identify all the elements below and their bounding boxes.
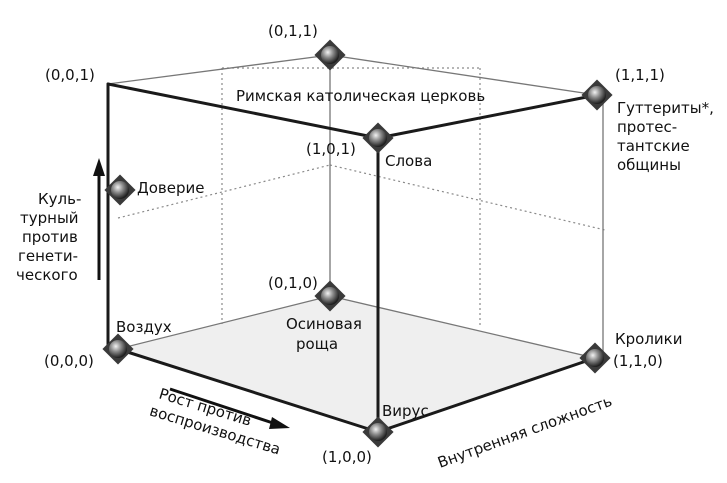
marker-0-0-0	[102, 333, 134, 365]
front-edge	[376, 93, 599, 140]
marker-1-0-0	[362, 416, 394, 448]
vertex-label-1-0-1: (1,0,1)	[306, 140, 356, 158]
point-label-hutterites: Гуттериты*, протес- тантские общины	[617, 99, 719, 174]
point-label-words: Слова	[385, 152, 432, 170]
back-edge	[117, 295, 331, 350]
point-label-aspen: Осиновая роща	[286, 315, 367, 353]
vertical-axis-line-1: Куль-	[38, 190, 81, 208]
marker-1-1-0	[579, 342, 611, 374]
vertical-axis-label: Куль- турный против генети- ческого	[16, 190, 86, 284]
aspen-line-1: Осиновая	[286, 315, 362, 333]
front-edge	[106, 82, 380, 140]
vertex-label-1-0-0: (1,0,0)	[322, 448, 372, 466]
aspen-line-2: роща	[296, 335, 338, 353]
vertex-label-0-1-0: (0,1,0)	[268, 274, 318, 292]
point-label-rabbits: Кролики	[615, 330, 683, 348]
marker-0-1-0	[314, 280, 346, 312]
hidden-edge	[329, 164, 606, 231]
vertex-label-1-1-1: (1,1,1)	[615, 66, 665, 84]
vertical-axis-line-4: генети-	[18, 247, 78, 265]
point-label-virus: Вирус	[382, 402, 429, 420]
back-edge	[107, 54, 331, 85]
front-edge	[116, 347, 380, 434]
point-label-trust: Доверие	[137, 179, 204, 197]
vertical-axis-line-3: против	[22, 228, 78, 246]
vertex-label-0-1-1: (0,1,1)	[268, 22, 318, 40]
marker-trust	[104, 174, 136, 206]
vertex-label-0-0-1: (0,0,1)	[45, 66, 95, 84]
point-label-air: Воздух	[116, 318, 172, 336]
front-left-axis-arrowhead	[269, 417, 290, 429]
hutterites-line-3: тантские	[617, 137, 690, 155]
back-edge	[329, 295, 596, 359]
vertex-label-1-1-0: (1,1,0)	[613, 352, 663, 370]
marker-1-1-1	[581, 79, 613, 111]
hidden-edge	[117, 164, 331, 219]
back-edge	[329, 54, 598, 96]
marker-0-1-1	[314, 39, 346, 71]
vertical-axis-arrowhead	[93, 158, 105, 176]
hutterites-line-1: Гуттериты*,	[617, 99, 714, 117]
hutterites-line-2: протес-	[617, 118, 677, 136]
vertical-axis-line-5: ческого	[16, 266, 78, 284]
vertex-label-0-0-0: (0,0,0)	[44, 352, 94, 370]
front-edge	[376, 356, 597, 434]
vertical-axis-line-2: турный	[20, 209, 79, 227]
point-label-church: Римская католическая церковь	[236, 87, 485, 105]
hutterites-line-4: общины	[617, 156, 681, 174]
front-left-axis-arrow	[169, 387, 277, 426]
marker-1-0-1	[362, 122, 394, 154]
